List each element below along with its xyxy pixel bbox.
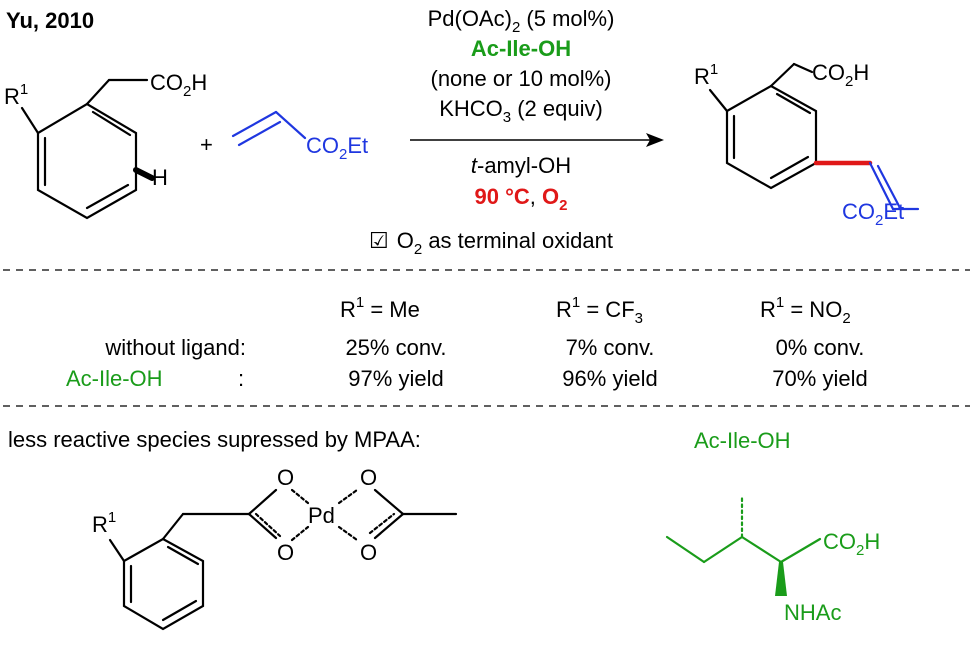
pd-complex: O O Pd O O R1 <box>92 465 458 631</box>
co2h-label-product: CO2H <box>812 60 869 90</box>
starting-material: R1 CO2H H <box>4 70 207 220</box>
solvent-line: t-amyl-OH <box>471 153 571 178</box>
table-header-cf3: R1 = CF3 <box>556 294 643 327</box>
pd-o-2: O <box>277 540 294 565</box>
temp-oxidant-line: 90 °C, O2 <box>475 184 568 214</box>
ligand-amount: (none or 10 mol%) <box>431 66 612 91</box>
table-header-no2: R1 = NO2 <box>760 294 851 327</box>
cell-with-me: 97% yield <box>348 366 443 391</box>
reaction-conditions: Pd(OAc)2 (5 mol%) Ac-Ile-OH (none or 10 … <box>410 6 664 214</box>
nhac-label: NHAc <box>784 600 841 625</box>
ac-ile-oh-structure: Ac-Ile-OH CO2H NHAc <box>665 428 880 625</box>
arrow-head <box>646 133 664 147</box>
bottom-caption: less reactive species supressed by MPAA: <box>8 427 421 452</box>
wedge-bond <box>775 562 787 596</box>
ethyl-acrylate: CO2Et <box>231 110 368 163</box>
base-line: KHCO3 (2 equiv) <box>439 96 603 126</box>
row-with-label: Ac-Ile-OH <box>66 366 163 391</box>
citation: Yu, 2010 <box>6 8 94 33</box>
catalyst-line: Pd(OAc)2 (5 mol%) <box>428 6 615 36</box>
co2et-label-reagent: CO2Et <box>306 133 368 163</box>
row-with-colon: : <box>238 366 244 391</box>
row-without-label: without ligand: <box>104 335 246 360</box>
terminal-oxidant-note: ☑O2 as terminal oxidant <box>369 228 613 258</box>
r1-label-complex: R1 <box>92 509 116 537</box>
ligand-name: Ac-Ile-OH <box>471 36 571 61</box>
co2h-label-left: CO2H <box>150 70 207 100</box>
pd-o-3: O <box>360 465 377 490</box>
pd-o-1: O <box>277 465 294 490</box>
cell-without-no2: 0% conv. <box>776 335 865 360</box>
co2h-label-ligand: CO2H <box>823 529 880 559</box>
product: R1 CO2H CO2Et <box>694 60 920 229</box>
r1-label-product: R1 <box>694 61 718 89</box>
co2et-label-product: CO2Et <box>842 199 904 229</box>
r1-label-left: R1 <box>4 81 28 109</box>
pd-o-4: O <box>360 540 377 565</box>
cell-with-no2: 70% yield <box>772 366 867 391</box>
cell-without-cf3: 7% conv. <box>566 335 655 360</box>
cell-without-me: 25% conv. <box>345 335 446 360</box>
pd-atom: Pd <box>308 503 335 528</box>
h-atom-label: H <box>152 165 168 190</box>
checkbox-icon: ☑ <box>369 228 389 253</box>
plus-sign: + <box>200 132 213 157</box>
cell-with-cf3: 96% yield <box>562 366 657 391</box>
ligand-structure-title: Ac-Ile-OH <box>694 428 791 453</box>
table-header-me: R1 = Me <box>340 294 420 322</box>
results-table: R1 = Me R1 = CF3 R1 = NO2 without ligand… <box>66 294 868 391</box>
